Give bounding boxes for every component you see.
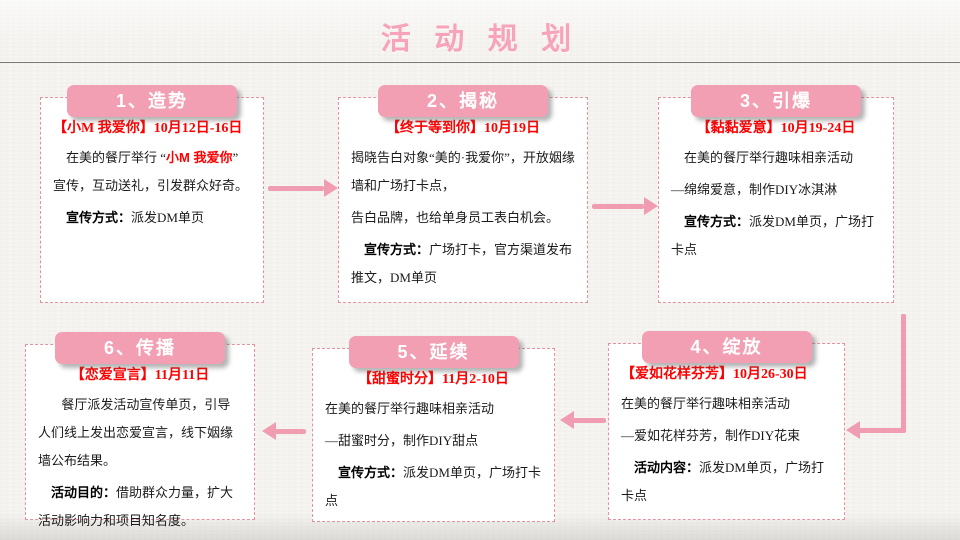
stage-4-content-text: 派发DM单页，广场打卡点 [621,460,824,503]
stage-1-method: 宣传方式：派发DM单页 [53,204,251,232]
stage-box-4: 4、绽放 【爱如花样芬芳】10月26-30日 在美的餐厅举行趣味相亲活动 —爱如… [608,331,845,520]
stage-tab-6: 6、传播 [55,332,225,364]
stage-2-method-label: 宣传方式： [364,242,430,257]
stage-5-method: 宣传方式：派发DM单页，广场打卡点 [325,459,542,515]
stage-1-para1: 在美的餐厅举行 “小M 我爱你” 宣传，互动送礼，引发群众好奇。 [53,144,251,200]
stage-box-2: 2、揭秘 【终于等到你】10月19日 揭晓告白对象“美的·我爱你”，开放姻缘墙和… [338,85,588,303]
stage-tab-4: 4、绽放 [641,331,812,363]
stage-1-para1-pre: 在美的餐厅举行 “ [66,150,167,165]
stage-5-method-text: 派发DM单页，广场打卡点 [325,465,541,508]
stage-2-para1: 揭晓告白对象“美的·我爱你”，开放姻缘墙和广场打卡点， [351,150,575,193]
stage-1-headline: 【小M 我爱你】10月12日-16日 [53,121,243,136]
stage-1-para1-post: ” 宣传，互动送礼，引发群众好奇。 [53,150,249,193]
stage-3-headline: 【黏黏爱意】10月19-24日 [696,121,856,136]
stage-3-method-label: 宣传方式： [684,214,750,229]
stage-2-headline: 【终于等到你】10月19日 [386,121,540,136]
stage-5-para1: 在美的餐厅举行趣味相亲活动 [325,401,495,416]
stage-4-content-label: 活动内容： [634,460,700,475]
stage-4-para2: —爱如花样芬芳，制作DIY花束 [621,428,801,443]
stage-3-method: 宣传方式：派发DM单页，广场打卡点 [671,208,881,264]
stage-6-purpose: 活动目的：借助群众力量，扩大活动影响力和项目知名度。 [38,479,242,535]
stage-2-method-text: 广场打卡，官方渠道发布推文，DM单页 [351,242,573,285]
stage-tab-1: 1、造势 [67,85,237,117]
stage-box-6: 6、传播 【恋爱宣言】11月11日 餐厅派发活动宣传单页，引导人们线上发出恋爱宣… [25,332,255,528]
stage-2-para2: 告白品牌，也给单身员工表白机会。 [351,210,560,225]
title-divider [0,62,960,63]
stage-1-method-label: 宣传方式： [66,210,132,225]
slide-title: 活 动 规 划 [380,23,580,56]
stage-4-content: 活动内容：派发DM单页，广场打卡点 [621,454,832,510]
stage-5-headline: 【甜蜜时分】11月2-10日 [358,372,509,387]
stage-4-headline: 【爱如花样芬芳】10月26-30日 [621,367,808,382]
stage-1-para1-highlight: 小M 我爱你 [166,150,233,165]
stage-6-para1: 餐厅派发活动宣传单页，引导人们线上发出恋爱宣言，线下姻缘墙公布结果。 [38,397,234,468]
stage-4-para1: 在美的餐厅举行趣味相亲活动 [621,396,791,411]
stage-6-purpose-text: 借助群众力量，扩大活动影响力和项目知名度。 [38,485,234,528]
stage-box-5: 5、延续 【甜蜜时分】11月2-10日 在美的餐厅举行趣味相亲活动 —甜蜜时分，… [312,336,555,522]
stage-3-para2: —绵绵爱意，制作DIY冰淇淋 [671,182,838,197]
stage-1-method-text: 派发DM单页 [131,210,204,225]
stage-tab-3: 3、引爆 [691,85,861,117]
stage-3-para1: 在美的餐厅举行趣味相亲活动 [684,150,854,165]
stage-5-method-label: 宣传方式： [338,465,404,480]
stage-3-method-text: 派发DM单页，广场打卡点 [671,214,874,257]
stage-tab-2: 2、揭秘 [378,85,548,117]
stage-box-1: 1、造势 【小M 我爱你】10月12日-16日 在美的餐厅举行 “小M 我爱你”… [40,85,264,303]
stage-tab-5: 5、延续 [348,336,519,368]
stage-6-headline: 【恋爱宣言】11月11日 [70,368,210,383]
stage-6-purpose-label: 活动目的： [51,485,117,500]
stage-5-para2: —甜蜜时分，制作DIY甜点 [325,433,479,448]
stage-box-3: 3、引爆 【黏黏爱意】10月19-24日 在美的餐厅举行趣味相亲活动 —绵绵爱意… [658,85,894,303]
stage-2-method: 宣传方式：广场打卡，官方渠道发布推文，DM单页 [351,236,575,292]
